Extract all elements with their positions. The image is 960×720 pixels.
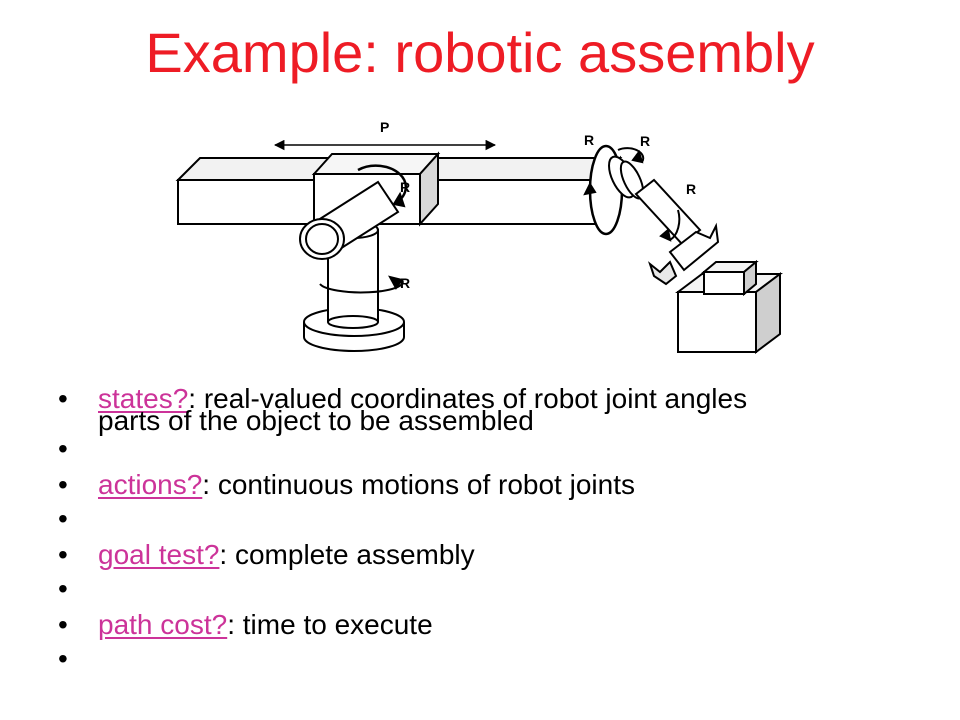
bullet-goal-test: goal test?: complete assembly (58, 540, 938, 574)
rotary-joint-label-base: R (400, 275, 410, 291)
prismatic-joint-label: P (380, 119, 389, 135)
empty-bullet (58, 434, 938, 470)
bullet-actions: actions?: continuous motions of robot jo… (58, 470, 938, 504)
workpiece-box-icon (675, 259, 783, 354)
bullet-text-actions: : continuous motions of robot joints (202, 469, 635, 500)
bullet-states: states?: real-valued coordinates of robo… (58, 383, 938, 436)
robot-arm-drawing: P R R R R R (175, 119, 783, 354)
bullet-text-path-cost: : time to execute (227, 609, 433, 640)
rotary-joint-label-shoulder: R (400, 179, 410, 195)
bullet-path-cost: path cost?: time to execute (58, 610, 938, 644)
bullet-list: states?: real-valued coordinates of robo… (58, 384, 938, 680)
rotary-joint-label-wrist-2: R (640, 133, 650, 149)
rotary-joint-label-forearm: R (686, 181, 696, 197)
empty-bullet (58, 574, 938, 610)
term-link-actions[interactable]: actions? (98, 469, 203, 500)
bullet-text-goal-test: : complete assembly (219, 539, 475, 570)
term-link-goal-test[interactable]: goal test? (98, 539, 220, 570)
slide-title: Example: robotic assembly (145, 21, 815, 84)
term-link-path-cost[interactable]: path cost? (98, 609, 228, 640)
term-link-states[interactable]: states? (98, 383, 189, 414)
rotary-joint-label-wrist-1: R (584, 132, 594, 148)
bullet-text-states-line2: parts of the object to be assembled (98, 405, 534, 436)
empty-bullet (58, 504, 938, 540)
empty-bullet (58, 644, 938, 680)
bullet-text-states: : real-valued coordinates of robot joint… (188, 383, 748, 414)
